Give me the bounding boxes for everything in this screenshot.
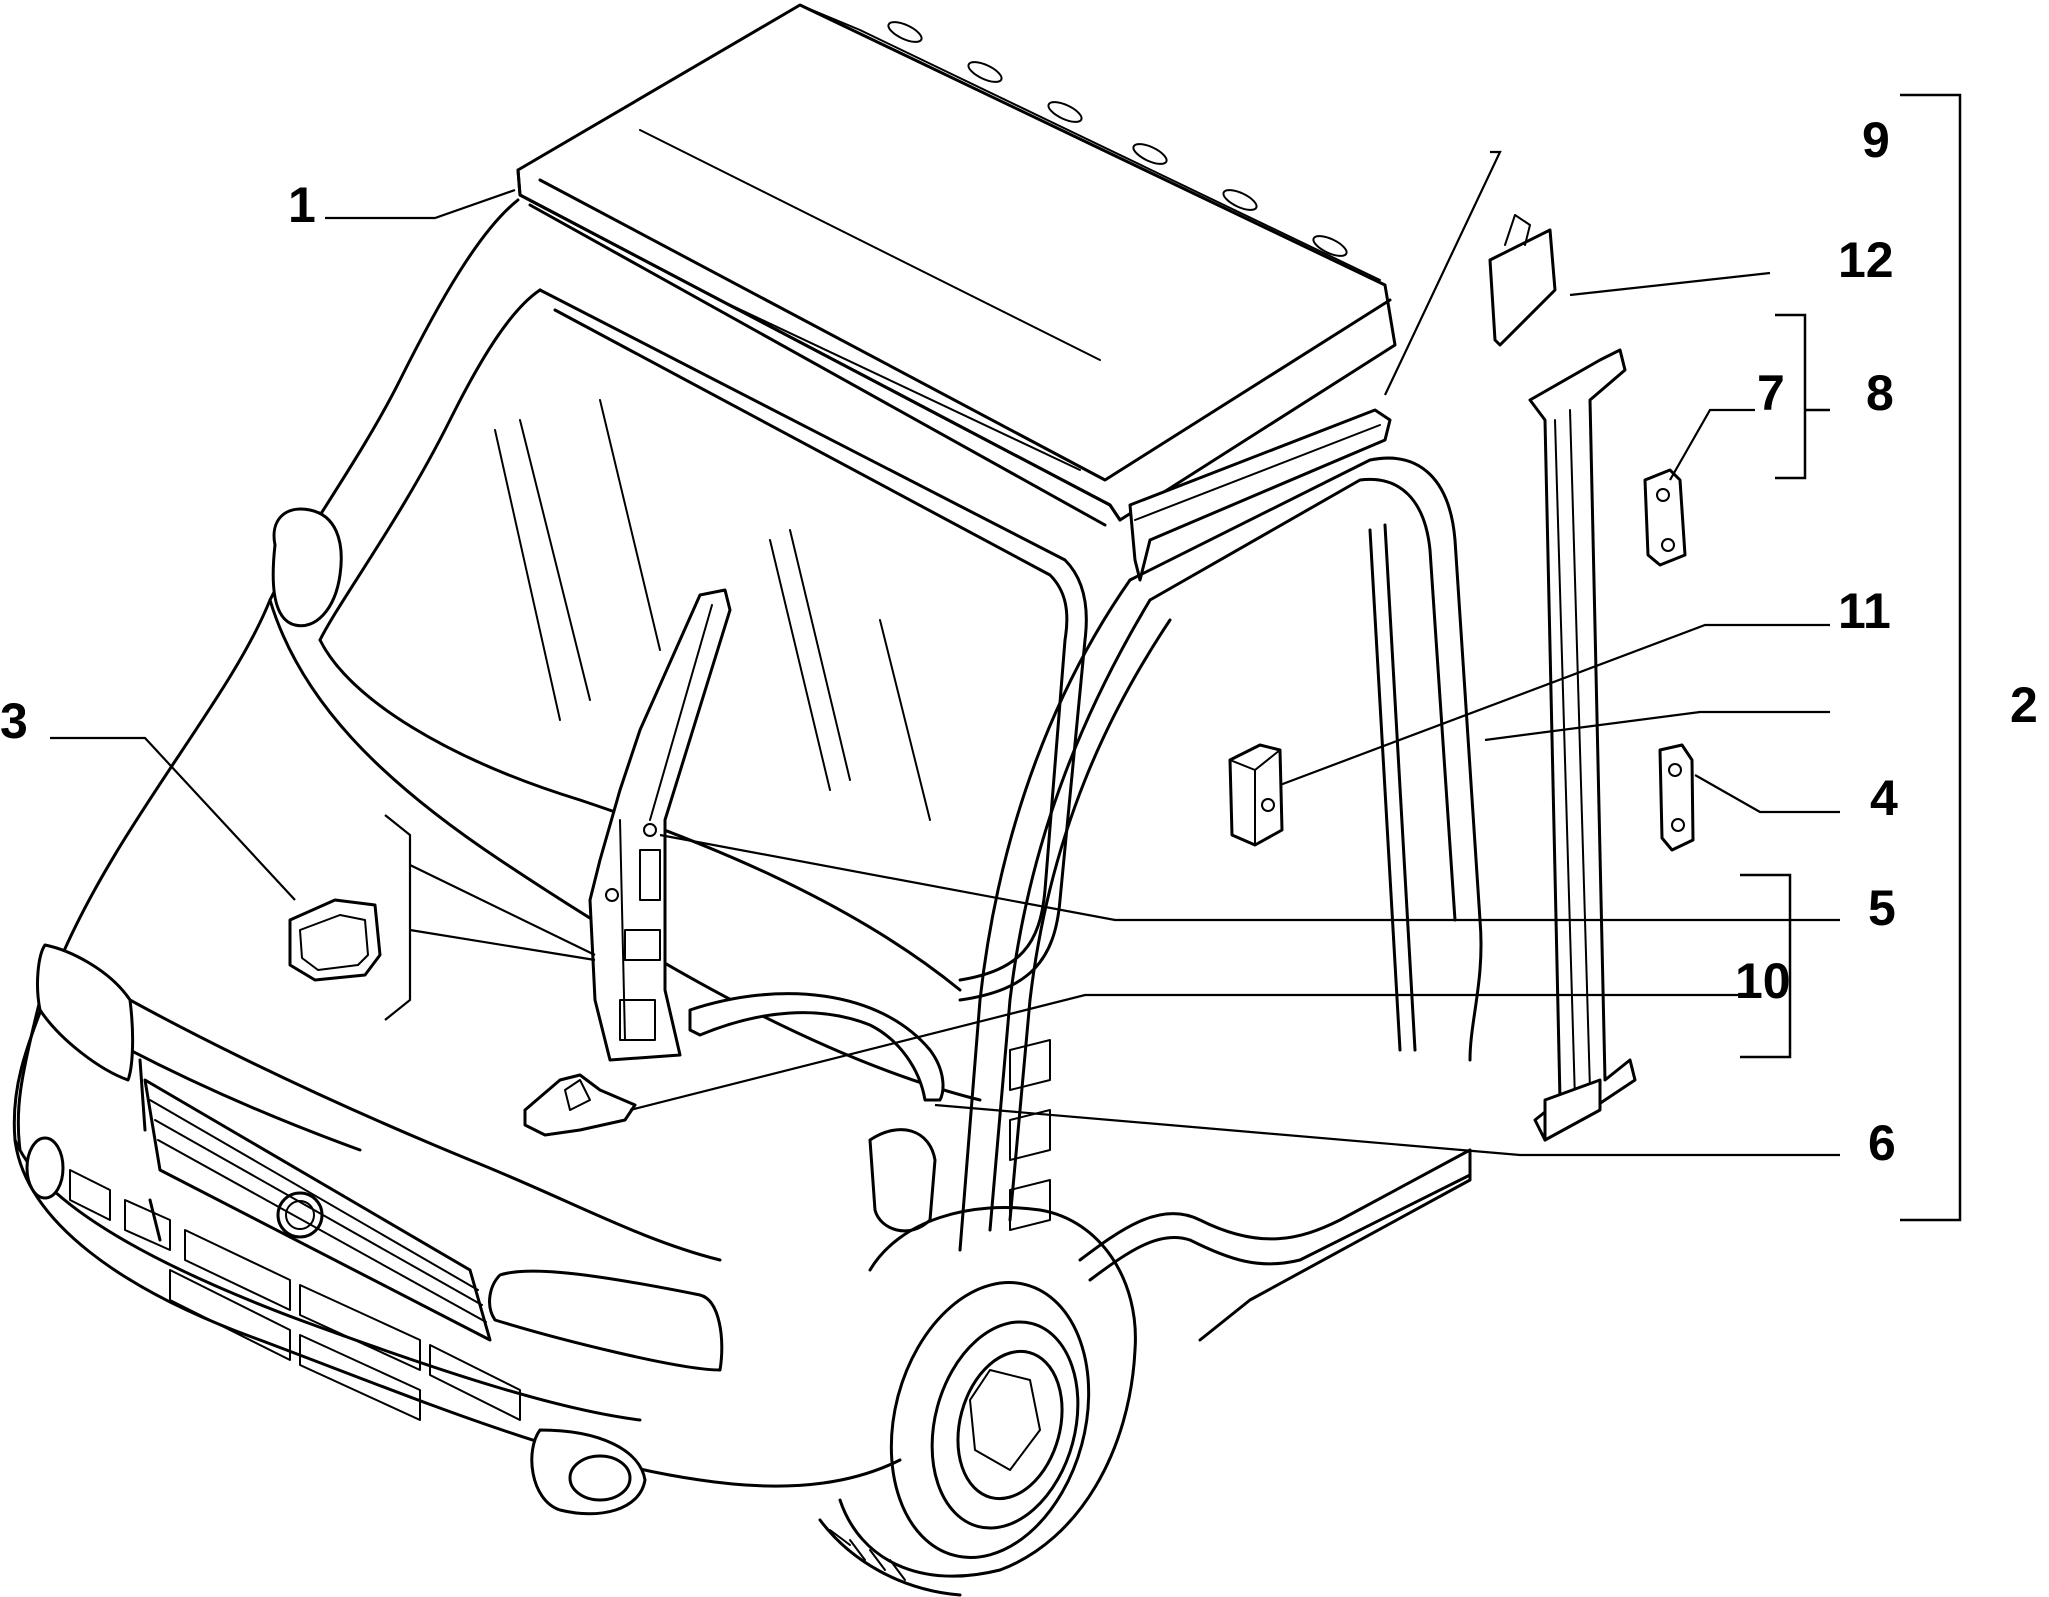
wheel-arch-trim	[688, 992, 945, 1102]
callout-3: 3	[0, 693, 28, 749]
b-pillar-panel	[1528, 348, 1637, 1142]
front-body	[12, 598, 982, 1516]
roof-panel	[516, 3, 1397, 527]
callout-5: 5	[1868, 880, 1896, 936]
callout-7: 7	[1757, 365, 1785, 421]
callout-12: 12	[1838, 232, 1894, 288]
hood-access-panel	[288, 898, 382, 982]
front-wheel	[818, 1206, 1137, 1597]
callout-10: 10	[1735, 953, 1791, 1009]
a-pillar-inner	[588, 588, 732, 1062]
door-opening-frame	[868, 456, 1483, 1342]
callout-8: 8	[1866, 365, 1894, 421]
group-brackets	[1740, 93, 1962, 1222]
pillar-reinforcement-plate	[1643, 468, 1687, 567]
pillar-top-bracket	[1488, 214, 1557, 347]
cab-shell	[268, 198, 1088, 1002]
side-mirror	[271, 507, 343, 628]
callout-6: 6	[1868, 1115, 1896, 1171]
leader-lines	[50, 150, 1840, 1157]
small-plate-4	[1658, 743, 1695, 852]
van-body-illustration	[12, 3, 1695, 1597]
callout-4: 4	[1870, 770, 1898, 826]
callout-11: 11	[1838, 583, 1891, 639]
callout-labels: 1 2 3 4 5 6 7 8 9 10 11 12	[0, 112, 2038, 1171]
spacer-block-11	[1228, 743, 1284, 847]
callout-2: 2	[2010, 677, 2038, 733]
callout-1: 1	[288, 177, 316, 233]
roof-front-trim	[1128, 408, 1392, 582]
callout-9: 9	[1862, 112, 1890, 168]
